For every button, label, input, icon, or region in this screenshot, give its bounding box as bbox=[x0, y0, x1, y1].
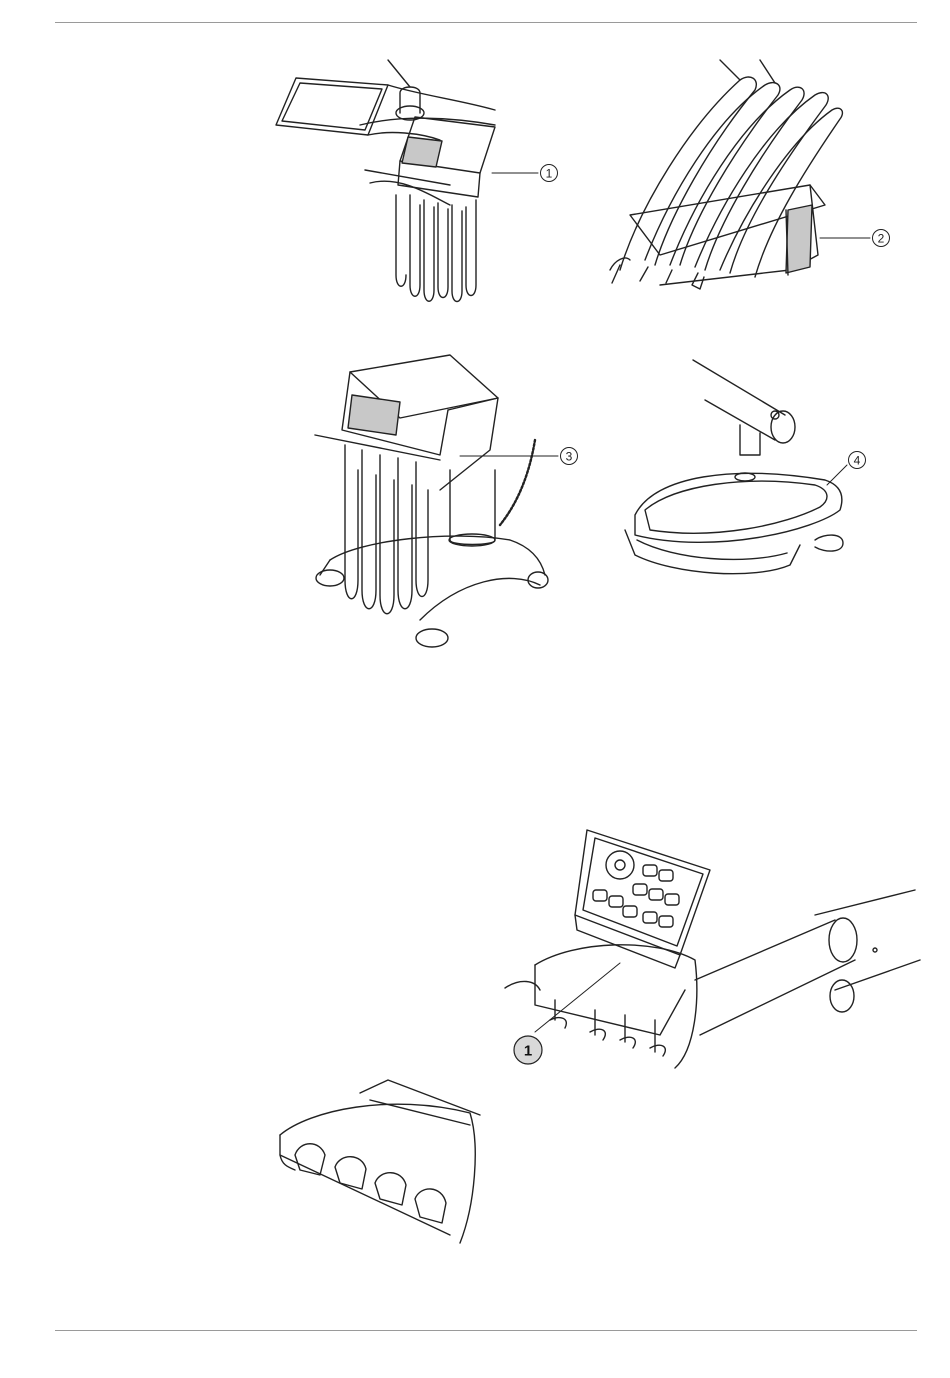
cart-console bbox=[342, 355, 498, 490]
tray-arm bbox=[693, 360, 795, 455]
footer-rule bbox=[55, 1330, 917, 1331]
holder-body bbox=[280, 1080, 480, 1243]
instrument-hoses bbox=[365, 170, 476, 302]
callout-1b-label: 1 bbox=[524, 1043, 532, 1060]
figure-holder-assembly: 1 bbox=[495, 820, 925, 1080]
header-rule bbox=[55, 22, 917, 23]
callout-4-marker: 4 bbox=[849, 452, 866, 469]
coiled-cable bbox=[500, 440, 535, 525]
tray-plate bbox=[635, 473, 842, 542]
callout-1-label: 1 bbox=[546, 167, 553, 181]
figure-tray: 4 bbox=[615, 355, 900, 595]
support-arm-tube bbox=[695, 890, 920, 1035]
holder-slots bbox=[280, 1144, 446, 1223]
keypad-panel bbox=[575, 830, 710, 968]
callout-3-marker: 3 bbox=[561, 448, 578, 465]
callout-2-label: 2 bbox=[878, 232, 885, 246]
cart-column bbox=[449, 470, 495, 546]
monitor-panel bbox=[276, 78, 388, 135]
figure-instrument-arm: 2 bbox=[600, 55, 920, 305]
figure-holder-detail bbox=[270, 1075, 500, 1250]
callout-1b-marker: 1 bbox=[514, 1036, 542, 1064]
callout-1-marker: 1 bbox=[541, 165, 558, 182]
tray-handle bbox=[625, 530, 843, 574]
side-panel bbox=[786, 205, 812, 275]
figure-treatment-unit: 1 bbox=[270, 55, 570, 315]
cart-hoses bbox=[315, 435, 440, 614]
figure-mobile-cart: 3 bbox=[300, 340, 590, 660]
callout-3-label: 3 bbox=[566, 450, 573, 464]
instrument-tips bbox=[612, 265, 704, 289]
cart-base bbox=[316, 536, 548, 647]
callout-2-marker: 2 bbox=[873, 230, 890, 247]
callout-4-label: 4 bbox=[854, 454, 861, 468]
